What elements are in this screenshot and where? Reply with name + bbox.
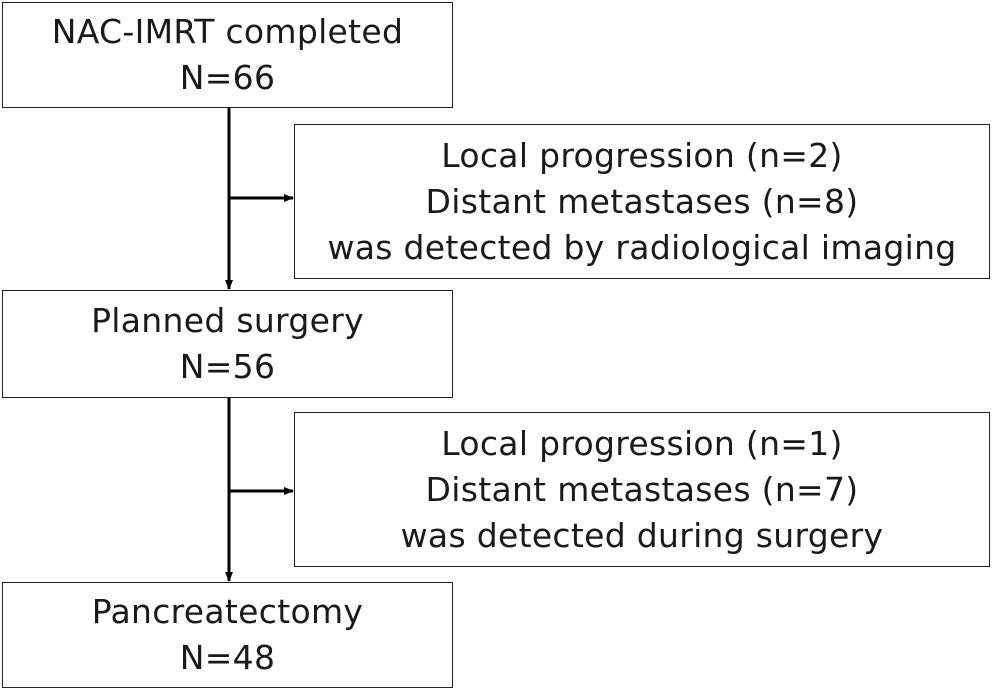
start-count: N=66 (179, 58, 276, 97)
planned-surgery-box: Planned surgery N=56 (2, 290, 453, 398)
start-title: NAC-IMRT completed (51, 12, 404, 51)
pancreatectomy-count: N=48 (179, 638, 276, 677)
exclusion-1-detection-method: was detected by radiological imaging (327, 227, 957, 267)
exclusion-box-surgery: Local progression (n=1) Distant metastas… (294, 412, 990, 567)
exclusion-box-imaging: Local progression (n=2) Distant metastas… (294, 124, 990, 279)
exclusion-2-local-progression: Local progression (n=1) (441, 423, 843, 463)
pancreatectomy-box: Pancreatectomy N=48 (2, 582, 453, 688)
planned-surgery-count: N=56 (179, 347, 276, 386)
exclusion-1-distant-metastases: Distant metastases (n=8) (425, 181, 859, 221)
pancreatectomy-title: Pancreatectomy (91, 592, 364, 631)
exclusion-1-local-progression: Local progression (n=2) (441, 135, 843, 175)
planned-surgery-title: Planned surgery (91, 301, 364, 340)
start-box: NAC-IMRT completed N=66 (2, 2, 453, 108)
exclusion-2-detection-method: was detected during surgery (400, 515, 884, 555)
exclusion-2-distant-metastases: Distant metastases (n=7) (425, 469, 859, 509)
